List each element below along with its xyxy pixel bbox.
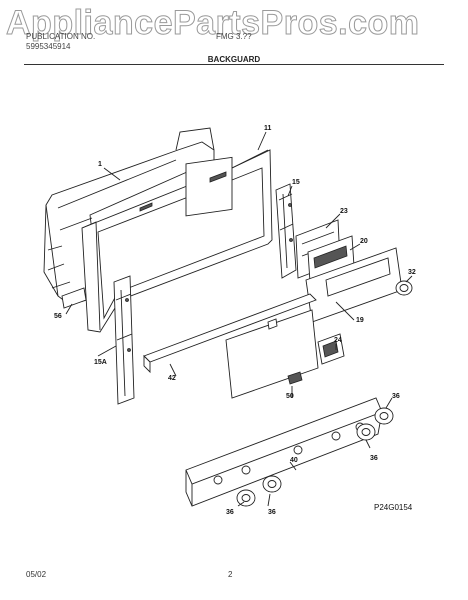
callout-23: 23: [340, 208, 348, 215]
part-42-trim: [143, 293, 317, 374]
callout-32: 32: [408, 269, 416, 276]
footer-date: 05/02: [26, 570, 47, 579]
part-32-knob: [395, 280, 413, 296]
part-number: 5995345914: [26, 42, 71, 51]
callout-36-a: 36: [392, 393, 400, 400]
section-title: BACKGUARD: [207, 55, 261, 64]
part-15a-left-bracket: [113, 275, 135, 405]
callout-20: 20: [360, 238, 368, 245]
footer-page-number: 2: [228, 570, 233, 579]
part-24-rocker-switch: [317, 333, 345, 365]
callout-1: 1: [98, 161, 102, 168]
callout-36-d: 36: [268, 509, 276, 516]
leader-lines: [65, 131, 413, 507]
callout-56: 56: [54, 313, 62, 320]
part-50-switch-panel: [225, 309, 319, 399]
watermark: AppliancePartsPros.com: [5, 4, 420, 43]
header-rule: [24, 64, 444, 65]
callout-labels: 1 11 15 23 20 32 56 19 24 15A 42 50 36 3…: [54, 125, 416, 516]
part-15-right-bracket: [275, 183, 297, 279]
callout-15a: 15A: [94, 359, 107, 366]
part-40-lower-panel: [185, 397, 383, 507]
callout-11: 11: [264, 125, 272, 132]
callout-36-b: 36: [370, 455, 378, 462]
callout-36-c: 36: [226, 509, 234, 516]
part-56-clip: [61, 287, 87, 309]
callout-42: 42: [168, 375, 176, 382]
callout-24: 24: [334, 337, 342, 344]
callout-50: 50: [286, 393, 294, 400]
diagram-code: P24G0154: [374, 503, 413, 512]
publication-label: PUBLICATION NO.: [26, 32, 96, 41]
callout-40: 40: [290, 457, 298, 464]
callout-15: 15: [292, 179, 300, 186]
callout-19: 19: [356, 317, 364, 324]
model-id: FMG 3.??: [216, 32, 252, 41]
